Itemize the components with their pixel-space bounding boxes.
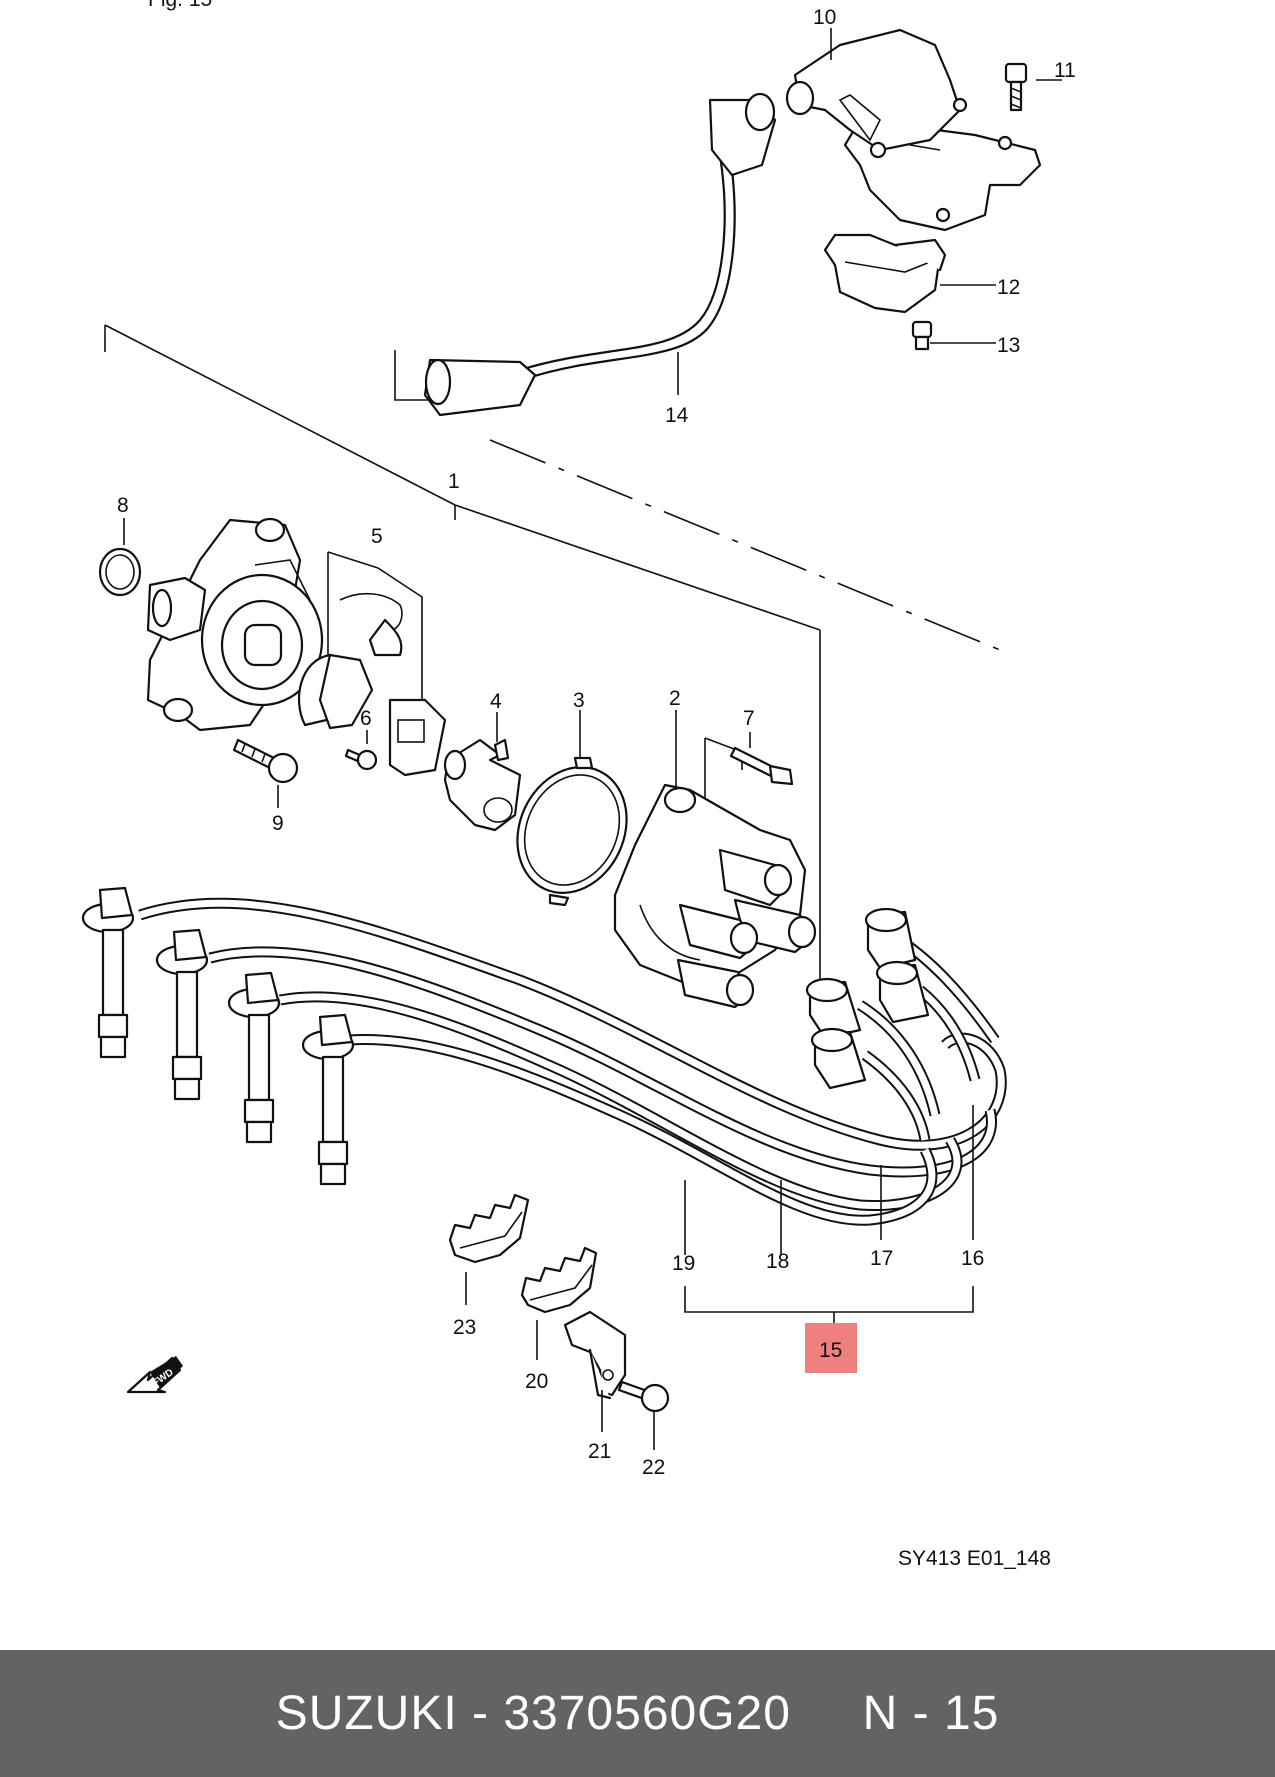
label-21: 21: [588, 1440, 611, 1463]
cap-boot-1: [864, 907, 917, 970]
bolt-7: [729, 746, 794, 786]
coil-lead: [394, 92, 777, 417]
label-1: 1: [448, 470, 460, 493]
distributor-bracket: [104, 324, 1001, 980]
fwd-arrow-icon: FWD: [126, 1356, 183, 1394]
igniter-module: [823, 233, 947, 314]
distributor-cap: [613, 737, 817, 1009]
label-8: 8: [117, 494, 129, 517]
pickup-assembly: [297, 551, 447, 777]
bolt-11: [1004, 62, 1028, 112]
label-18: 18: [766, 1250, 789, 1273]
drawing-code: SY413 E01_148: [898, 1547, 1051, 1570]
label-15: 15: [819, 1339, 842, 1362]
label-4: 4: [490, 690, 502, 713]
screw-13: [911, 320, 933, 351]
bolt-9: [232, 738, 299, 784]
label-13: 13: [997, 334, 1020, 357]
plug-boot-1: [81, 886, 135, 1059]
bolt-22: [617, 1380, 670, 1413]
rotor: [443, 738, 522, 832]
label-19: 19: [672, 1252, 695, 1275]
label-23: 23: [453, 1316, 476, 1339]
footer-bar: SUZUKI - 3370560G20 N - 15: [0, 1650, 1275, 1777]
bracket-21: [563, 1310, 627, 1400]
label-6: 6: [360, 707, 372, 730]
parts-diagram: Fig. 15: [81, 0, 1076, 1570]
label-10: 10: [813, 6, 836, 29]
leader-lines: [123, 28, 1062, 1450]
label-16: 16: [961, 1247, 984, 1270]
spark-plug-wires: [81, 886, 1007, 1226]
wire-clamp-20: [520, 1246, 598, 1314]
plug-boot-2: [155, 928, 209, 1101]
plug-boot-4: [301, 1013, 355, 1186]
label-20: 20: [525, 1370, 548, 1393]
footer-text: SUZUKI - 3370560G20 N - 15: [275, 1687, 1000, 1740]
ignition-coil: [785, 28, 1042, 232]
label-22: 22: [642, 1456, 665, 1479]
label-2: 2: [669, 687, 681, 710]
label-14: 14: [665, 404, 689, 427]
label-5: 5: [371, 525, 383, 548]
distributor-housing: [146, 517, 324, 732]
label-9: 9: [272, 812, 284, 835]
plug-boot-3: [227, 971, 281, 1144]
label-11: 11: [1054, 59, 1076, 82]
wire-clamp-23: [448, 1193, 530, 1264]
screw-6: [344, 748, 378, 771]
cap-gasket: [516, 756, 628, 907]
cap-boot-4: [810, 1027, 867, 1090]
label-3: 3: [573, 689, 585, 712]
label-7: 7: [743, 707, 755, 730]
highlight-15: [805, 1323, 857, 1373]
label-12: 12: [997, 276, 1020, 299]
header-partial: Fig. 15: [148, 0, 212, 11]
cap-boot-2: [875, 960, 930, 1024]
label-17: 17: [870, 1247, 893, 1270]
